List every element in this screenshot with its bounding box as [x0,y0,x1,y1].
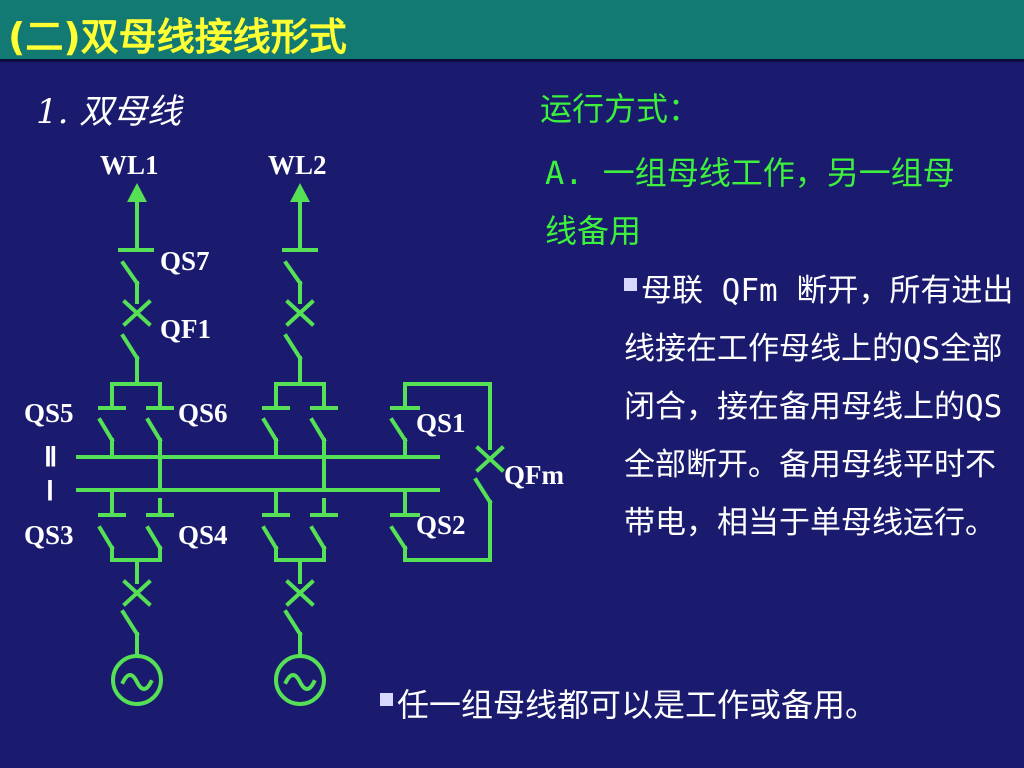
title-bar: (二)双母线接线形式 [0,0,1024,62]
feeder-wl2 [261,183,338,706]
footer-note: 任一组母线都可以是工作或备用。 [380,680,877,726]
operation-mode-title: 运行方式： [540,90,701,128]
bus-coupler [389,382,505,562]
section-subtitle: 1. 双母线 [36,92,182,132]
wl2-arrow-icon [290,183,310,202]
label-qs7: QS7 [160,246,210,276]
slide-title: (二)双母线接线形式 [8,15,347,59]
feeder-wl1 [97,183,174,706]
bullet-square-icon [380,693,393,706]
label-qs6: QS6 [178,398,228,428]
wl1-arrow-icon [127,183,147,202]
mode-description-text: 母联 QFm 断开，所有进出线接在工作母线上的QS全部闭合，接在备用母线上的QS… [624,273,1014,541]
generator-2-icon [274,654,326,706]
label-qs1: QS1 [416,408,466,438]
label-qfm: QFm [504,460,564,490]
qf1-cross-b [122,299,152,327]
qf1-blade [120,333,140,361]
label-qs5: QS5 [24,398,74,428]
label-wl2: WL2 [268,150,327,180]
label-bus-ii: Ⅱ [44,442,58,472]
label-bus-i: Ⅰ [46,476,54,506]
label-qs4: QS4 [178,520,228,550]
label-qf1: QF1 [160,314,211,344]
mode-description: 母联 QFm 断开，所有进出线接在工作母线上的QS全部闭合，接在备用母线上的QS… [624,262,1014,552]
footer-note-text: 任一组母线都可以是工作或备用。 [397,686,878,724]
label-wl1: WL1 [100,150,159,180]
qs7-blade [120,260,140,286]
generator-1-icon [111,654,163,706]
bullet-square-icon [624,278,637,291]
label-qs3: QS3 [24,520,74,550]
operation-mode-a: A. 一组母线工作，另一组母线备用 [545,154,955,250]
label-qs2: QS2 [416,510,466,540]
